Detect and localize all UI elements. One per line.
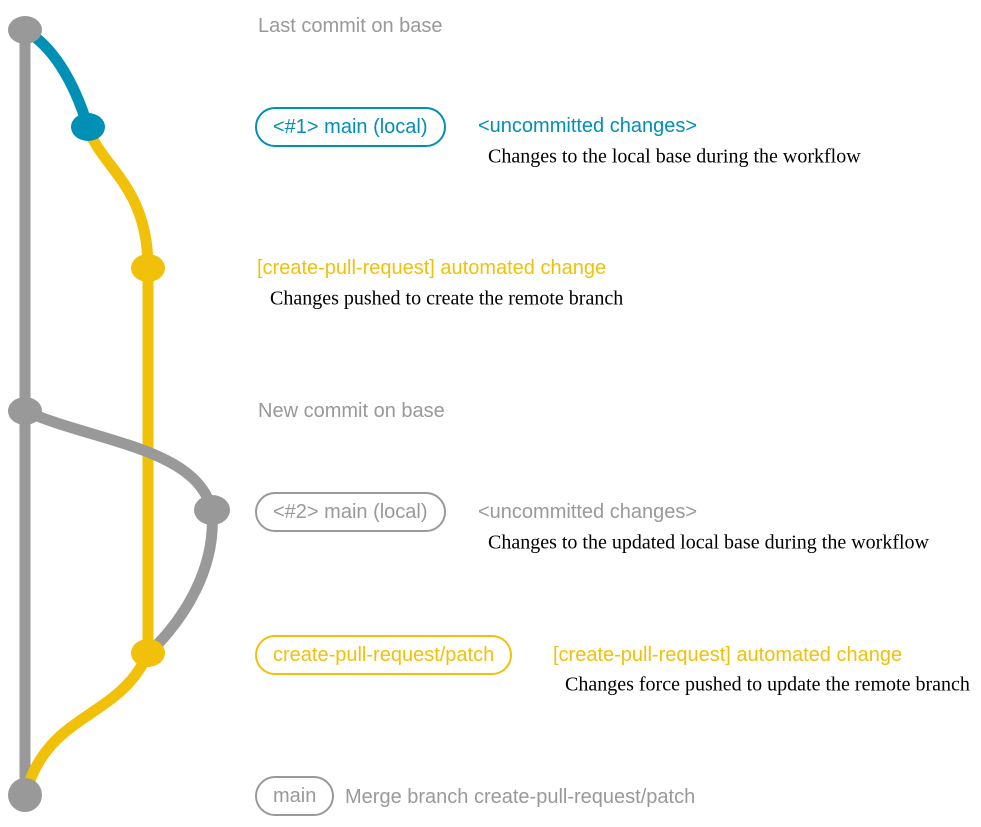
force-push-edge [144, 506, 218, 658]
commit-dot-new-commit-on-base [8, 397, 42, 425]
commit-dot-last-commit-on-base [8, 16, 42, 44]
branch-badge-local-main-2: <#2> main (local) [255, 492, 446, 532]
patch-merge-edge [19, 647, 154, 803]
commit-dot-local-main-2 [194, 495, 230, 525]
commit-dot-merge-commit [8, 778, 42, 812]
updated-local-main-edge [19, 405, 218, 518]
branch-badge-main: main [255, 776, 335, 816]
commit-message-automated-change-2: [create-pull-request] automated change [553, 644, 903, 666]
commit-dot-automated-change-1 [131, 254, 165, 282]
commit-message-automated-change-1: [create-pull-request] automated change [257, 257, 607, 279]
annotation-force-pushed-changes: Changes force pushed to update the remot… [565, 673, 970, 696]
annotation-updated-local-base-changes: Changes to the updated local base during… [488, 531, 929, 554]
git-graph [8, 16, 230, 812]
local-main-branch-edge [19, 24, 94, 133]
commit-message-merge-branch: Merge branch create-pull-request/patch [345, 786, 696, 808]
commit-message-uncommitted-changes-2: <uncommitted changes> [478, 501, 698, 523]
branch-badge-local-main-1: <#1> main (local) [255, 107, 446, 147]
annotation-pushed-to-create-branch: Changes pushed to create the remote bran… [270, 287, 624, 310]
commit-message-uncommitted-changes-1: <uncommitted changes> [478, 115, 698, 137]
branch-badge-create-pull-request-patch: create-pull-request/patch [255, 635, 513, 675]
annotation-local-base-changes: Changes to the local base during the wor… [488, 145, 861, 168]
patch-branch-edge-top [82, 121, 154, 274]
commit-dot-local-main-1 [71, 113, 105, 141]
commit-message-new-commit-on-base: New commit on base [258, 400, 445, 422]
commit-dot-automated-change-2 [131, 639, 165, 667]
commit-message-last-commit-on-base: Last commit on base [258, 15, 443, 37]
